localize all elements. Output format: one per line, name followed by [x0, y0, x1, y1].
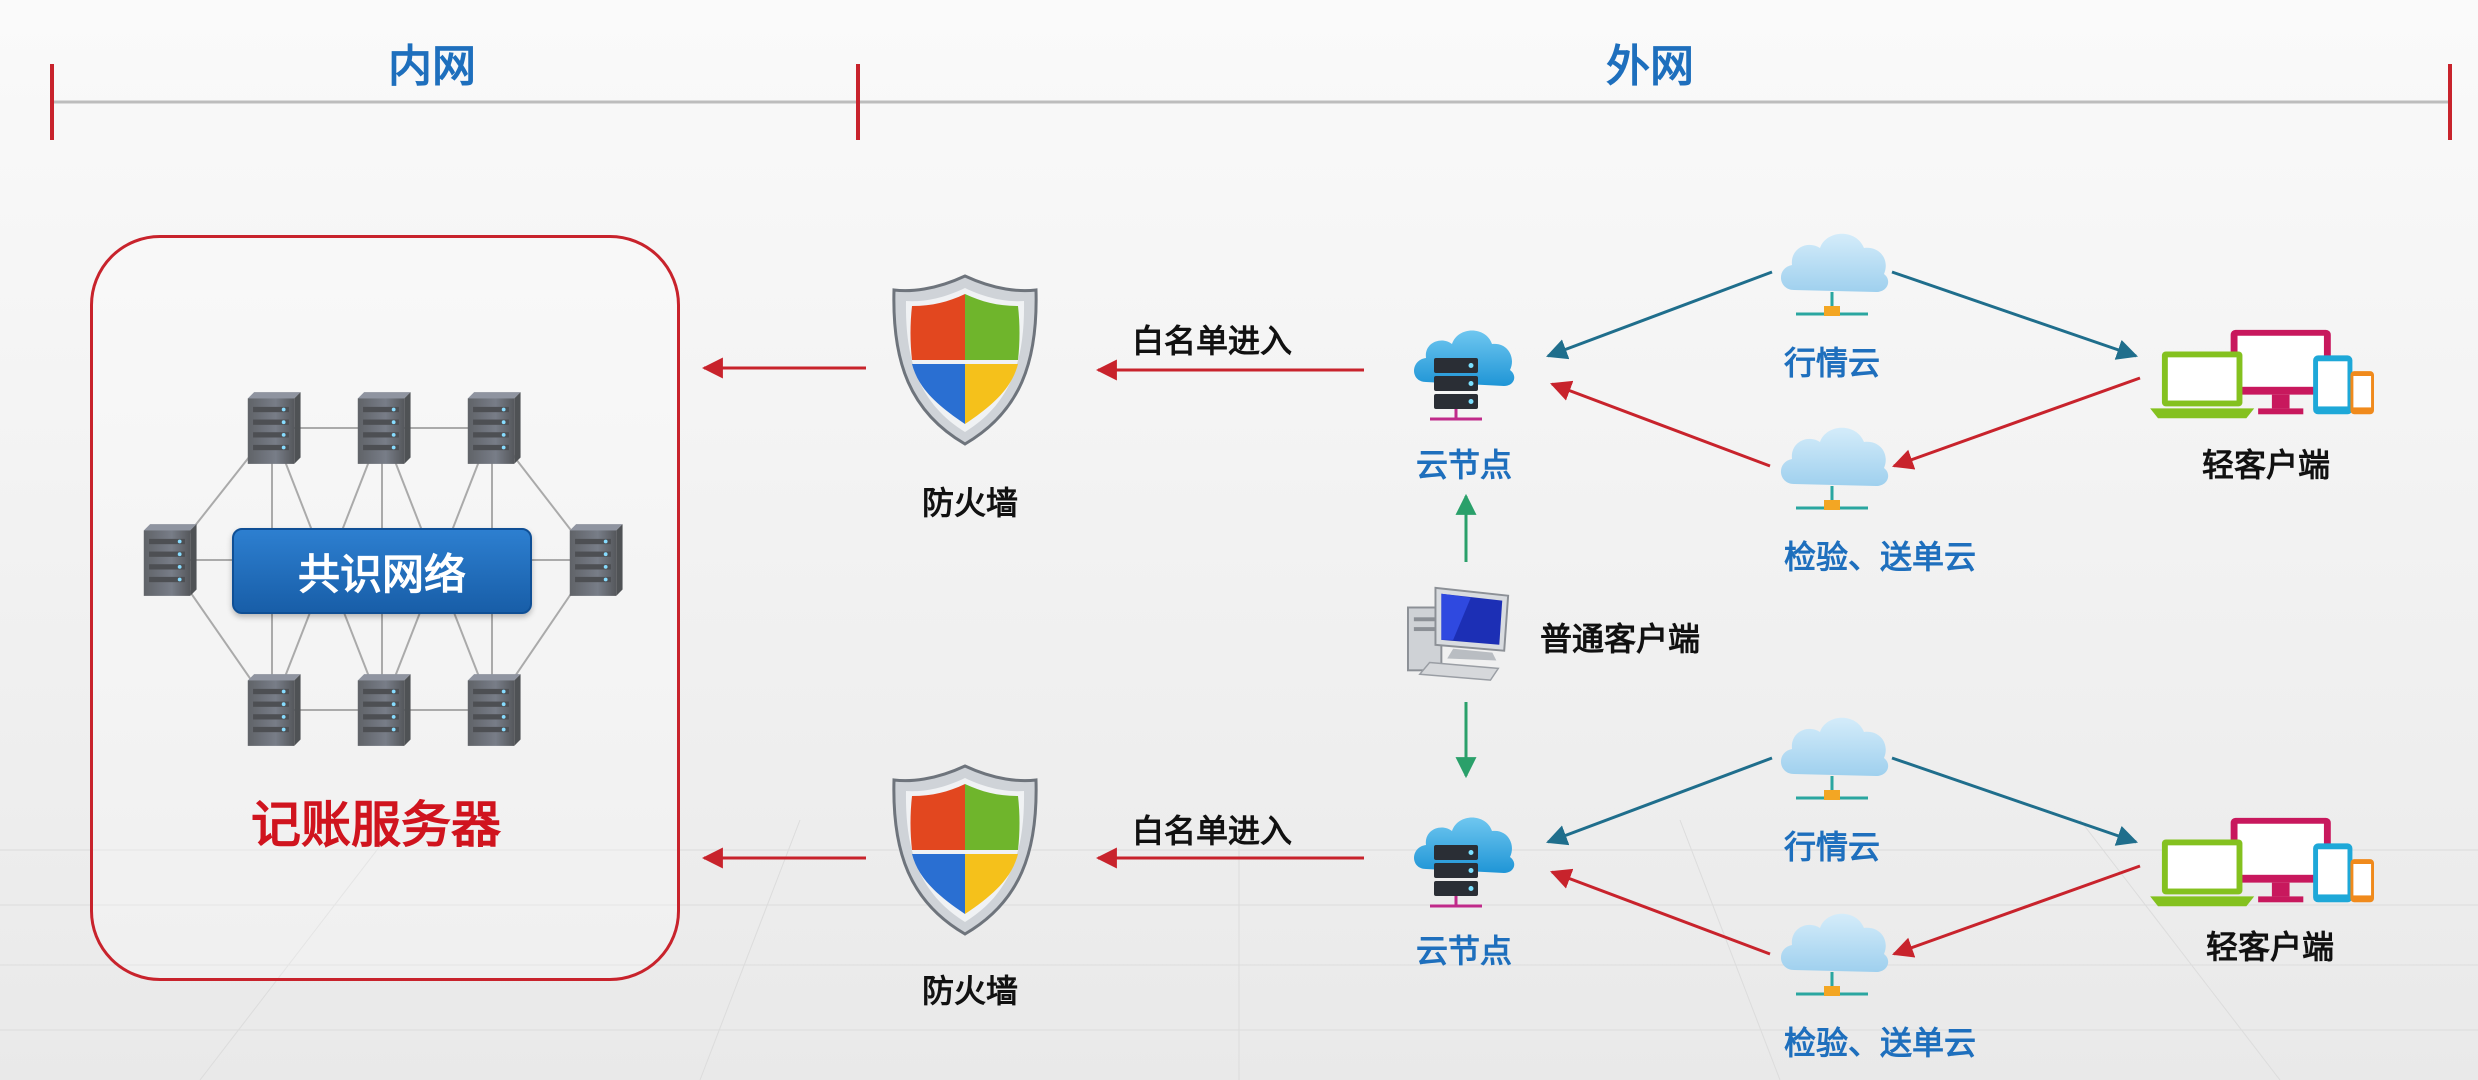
top-light-client-label: 轻客户端 — [2201, 446, 2331, 484]
zone-divider — [50, 64, 2452, 140]
top-firewall-label: 防火墙 — [921, 484, 1019, 522]
top-market-cloud-label: 行情云 — [1783, 344, 1881, 382]
cloud-icon — [1779, 716, 1890, 802]
top-whitelist-label: 白名单进入 — [1131, 322, 1293, 360]
devices-icon — [2150, 329, 2374, 419]
computer-icon — [1406, 586, 1510, 682]
normal-client-label: 普通客户端 — [1539, 620, 1701, 658]
bottom-light-client-label: 轻客户端 — [2205, 928, 2335, 966]
shield-icon — [892, 274, 1038, 446]
bottom-whitelist-label: 白名单进入 — [1131, 812, 1293, 850]
cloud-icon — [1779, 912, 1890, 998]
ledger-server-label: 记账服务器 — [251, 796, 501, 854]
cloud-icon — [1779, 426, 1890, 512]
bottom-firewall-label: 防火墙 — [921, 972, 1019, 1010]
cloud-node-icon — [1412, 329, 1516, 421]
bottom-order-cloud-label: 检验、送单云 — [1783, 1024, 1977, 1062]
top-arrows — [701, 270, 2141, 470]
background-grid — [0, 819, 2478, 1080]
cloud-node-icon — [1412, 816, 1516, 908]
bottom-arrows — [701, 756, 2141, 958]
bottom-market-cloud-label: 行情云 — [1783, 828, 1881, 866]
shield-icon — [892, 764, 1038, 936]
outer-network-title: 外网 — [1606, 41, 1694, 92]
devices-icon — [2150, 817, 2374, 907]
inner-network-title: 内网 — [388, 41, 476, 92]
bottom-cloud-node-label: 云节点 — [1415, 932, 1513, 970]
consensus-network-label: 共识网络 — [232, 528, 532, 614]
top-order-cloud-label: 检验、送单云 — [1783, 538, 1977, 576]
cloud-icon — [1779, 232, 1890, 318]
top-cloud-node-label: 云节点 — [1415, 446, 1513, 484]
